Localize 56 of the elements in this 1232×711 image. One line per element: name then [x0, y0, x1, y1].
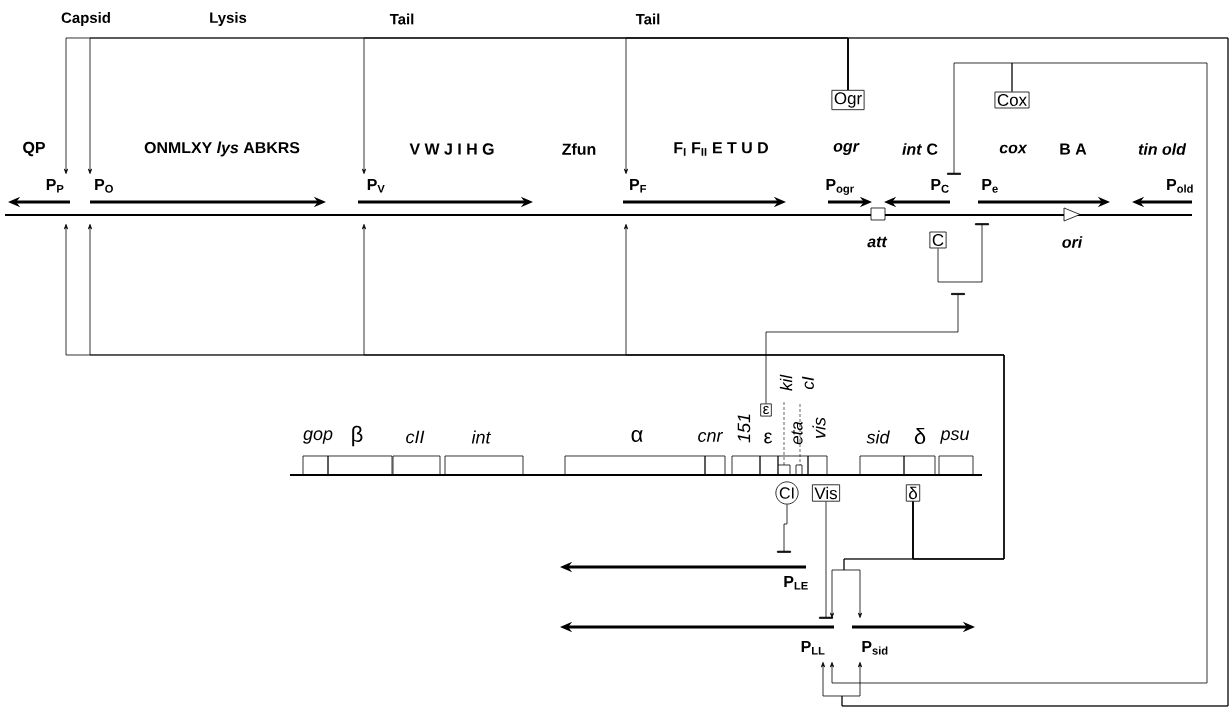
gene-label: Zfun: [562, 143, 596, 155]
promoter-label: P$_{O}$: [95, 179, 113, 193]
gene-label: tin old: [1138, 143, 1187, 155]
activation-arrow: [843, 501, 914, 618]
gene-label: int C: [902, 143, 938, 155]
gene-label: V W J I H G: [409, 143, 494, 155]
gene-label: eta: [791, 421, 803, 445]
gene-label: F$_{I}$ F$_{II}$ E T U D: [674, 142, 768, 156]
gene-label: β: [352, 425, 363, 447]
promoter-label: P$_{V}$: [367, 179, 385, 193]
protein-box: δ: [905, 484, 921, 502]
repression-line: [777, 504, 791, 553]
activation-arrow: [624, 224, 1005, 560]
gene-label: vis: [812, 417, 826, 438]
gene-label: ogr: [833, 143, 860, 155]
protein-box: Vis: [812, 484, 840, 502]
gene-label: cnr: [698, 432, 724, 442]
promoter-label: P$_{old}$: [1167, 179, 1193, 193]
group-label: Capsid: [61, 12, 110, 26]
protein-box: C: [929, 231, 947, 249]
repression-line: [947, 62, 1013, 175]
group-label: Tail: [389, 13, 414, 25]
promoter-label: P$_{C}$: [931, 179, 949, 193]
gene-label: δ: [914, 427, 926, 445]
gene-label: psu: [940, 430, 970, 444]
protein-box: Ogr: [831, 89, 865, 111]
gene-label: cII: [406, 430, 425, 444]
gene-label: α: [631, 430, 643, 442]
protein-box: ε: [760, 403, 772, 417]
repression-line: [937, 223, 989, 283]
activation-arrow: [624, 37, 849, 174]
group-label: Lysis: [210, 12, 247, 26]
site-label: att: [867, 236, 888, 248]
gene-label: cI: [802, 376, 814, 390]
gene-label: 151: [737, 414, 751, 443]
promoter-label: P$_{sid}$: [862, 641, 888, 655]
gene-label: ONMLXY lys ABKRS: [144, 141, 300, 157]
gene-label: gop: [303, 430, 333, 444]
group-label: Tail: [635, 13, 660, 25]
gene-label: ε: [764, 432, 773, 444]
gene-label: cox: [999, 144, 1028, 154]
repression-line: [819, 501, 833, 619]
gene-label: B A: [1060, 143, 1087, 155]
site-label: ori: [1062, 236, 1083, 248]
gene-label: sid: [866, 430, 890, 444]
protein-box: Cox: [994, 91, 1030, 109]
gene-label: int: [471, 430, 492, 444]
promoter-label: P$_{LL}$: [801, 641, 825, 655]
promoter-label: P$_{P}$: [46, 179, 64, 193]
promoter-label: P$_{e}$: [982, 179, 998, 193]
promoter-label: P$_{LE}$: [784, 576, 808, 590]
repression-line: [765, 293, 965, 404]
promoter-label: P$_{F}$: [630, 179, 647, 193]
promoter-label: P$_{ogr}$: [826, 179, 854, 195]
gene-label: kil: [779, 374, 793, 391]
gene-label: QP: [23, 141, 45, 157]
